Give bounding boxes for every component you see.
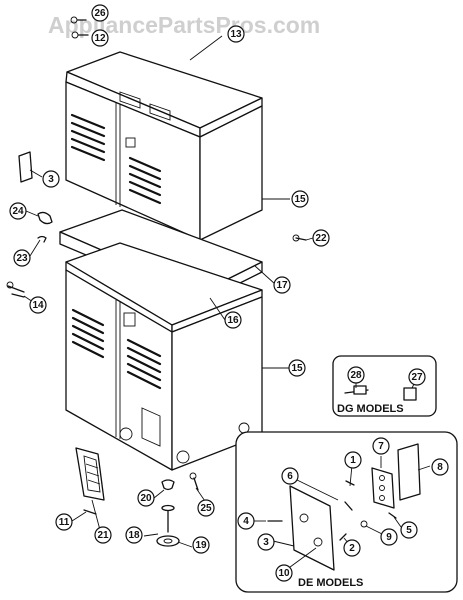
callout-c10: 10 bbox=[275, 564, 293, 582]
watermark: AppliancePartsPros.com bbox=[48, 12, 320, 38]
callout-label: 3 bbox=[263, 537, 269, 548]
callout-label: 9 bbox=[386, 532, 392, 543]
lower-dryer-cabinet bbox=[65, 242, 263, 471]
callout-label: 22 bbox=[315, 233, 327, 244]
callout-label: 11 bbox=[59, 517, 70, 528]
callout-c4: 4 bbox=[237, 512, 255, 530]
callout-c23: 23 bbox=[13, 249, 31, 267]
callout-label: 12 bbox=[94, 33, 106, 44]
callout-label: 7 bbox=[378, 441, 384, 452]
callout-label: 15 bbox=[294, 194, 306, 205]
callout-c28: 28 bbox=[347, 366, 365, 384]
callout-label: 4 bbox=[243, 516, 249, 527]
callout-label: 1 bbox=[350, 455, 356, 466]
callout-label: 2 bbox=[349, 543, 355, 554]
callout-label: 5 bbox=[406, 525, 412, 536]
callout-c18: 18 bbox=[125, 526, 143, 544]
callout-c17: 17 bbox=[273, 276, 291, 294]
leader-lines bbox=[23, 35, 431, 571]
callout-c24: 24 bbox=[9, 202, 27, 220]
callout-c15a: 15 bbox=[291, 190, 309, 208]
callout-label: 15 bbox=[291, 363, 303, 374]
callout-c14: 14 bbox=[29, 296, 47, 314]
callout-label: 6 bbox=[287, 471, 293, 482]
upper-dryer-cabinet bbox=[65, 51, 263, 265]
callout-label: 3 bbox=[48, 174, 54, 185]
callout-label: 26 bbox=[94, 8, 106, 19]
callout-c19: 19 bbox=[192, 536, 210, 554]
callout-label: 14 bbox=[32, 300, 44, 311]
callout-c3a: 3 bbox=[42, 170, 60, 188]
callout-label: 24 bbox=[12, 206, 24, 217]
callout-c25: 25 bbox=[197, 499, 215, 517]
de-models-label: DE MODELS bbox=[298, 577, 363, 589]
callout-c22: 22 bbox=[312, 229, 330, 247]
callout-c5: 5 bbox=[400, 521, 418, 539]
callout-c6: 6 bbox=[281, 467, 299, 485]
callout-label: 21 bbox=[97, 530, 109, 541]
callout-c7: 7 bbox=[372, 437, 390, 455]
callout-label: 28 bbox=[350, 370, 362, 381]
callout-c13: 13 bbox=[227, 25, 245, 43]
callout-label: 16 bbox=[227, 315, 239, 326]
callout-c16: 16 bbox=[224, 311, 242, 329]
callout-label: 8 bbox=[437, 462, 443, 473]
callout-c8: 8 bbox=[431, 458, 449, 476]
dg-models-label: DG MODELS bbox=[337, 403, 404, 415]
callout-label: 13 bbox=[230, 29, 242, 40]
callout-label: 19 bbox=[195, 540, 207, 551]
callout-c26: 26 bbox=[91, 4, 109, 22]
callout-c27: 27 bbox=[408, 368, 426, 386]
callout-label: 20 bbox=[140, 493, 152, 504]
callout-label: 17 bbox=[276, 280, 288, 291]
callout-c12: 12 bbox=[91, 29, 109, 47]
callout-c3b: 3 bbox=[257, 533, 275, 551]
small-parts bbox=[6, 16, 307, 547]
callout-c21: 21 bbox=[94, 526, 112, 544]
callout-label: 25 bbox=[200, 503, 212, 514]
callout-c9: 9 bbox=[380, 528, 398, 546]
callout-c2: 2 bbox=[343, 539, 361, 557]
dg-models-box: DG MODELS bbox=[332, 355, 437, 417]
callout-label: 27 bbox=[411, 372, 423, 383]
callout-c20: 20 bbox=[137, 489, 155, 507]
callout-c1: 1 bbox=[344, 451, 362, 469]
callout-c11: 11 bbox=[55, 513, 73, 531]
callout-c15b: 15 bbox=[288, 359, 306, 377]
callout-label: 18 bbox=[128, 530, 140, 541]
callout-label: 10 bbox=[278, 568, 290, 579]
callout-label: 23 bbox=[16, 253, 28, 264]
